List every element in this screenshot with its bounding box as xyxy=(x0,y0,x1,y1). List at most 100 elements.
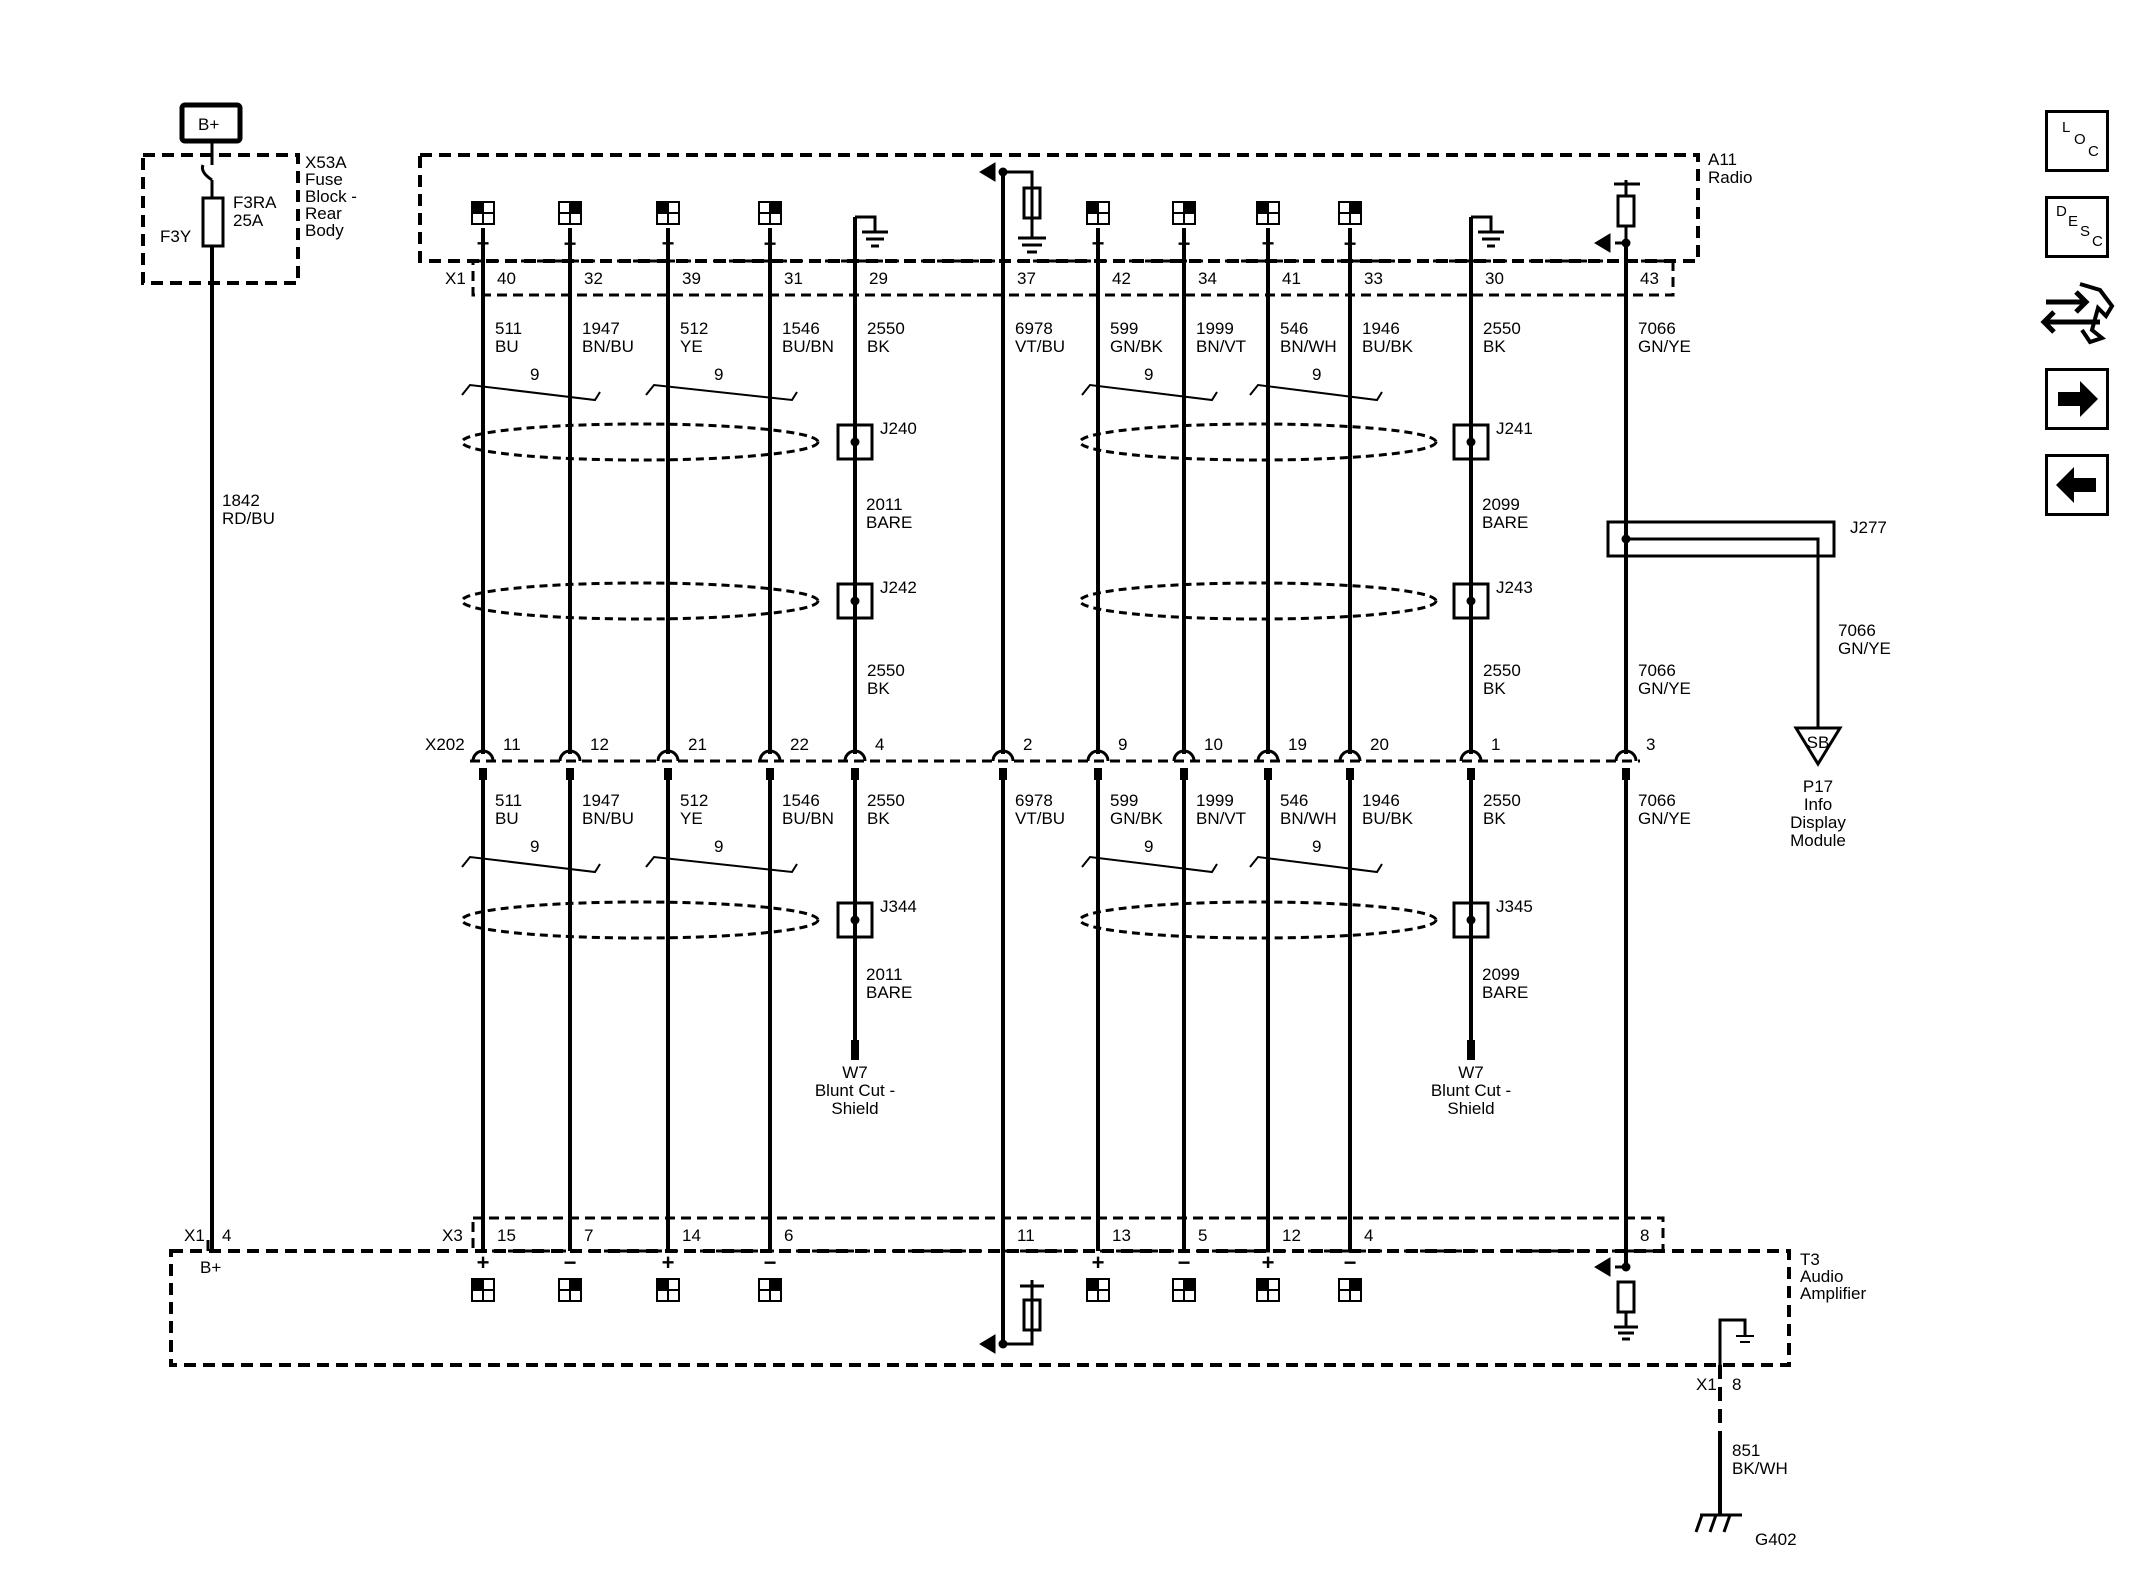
upper-pin: 43 xyxy=(1640,269,1659,288)
ground-ref: G402 xyxy=(1755,1530,1797,1549)
color-lower: BN/VT xyxy=(1196,809,1246,828)
shield-end-right-line1: Blunt Cut - xyxy=(1431,1081,1511,1100)
drain-right-circuit-upper: 2099 xyxy=(1482,495,1520,514)
circuit-upper: 2550 xyxy=(867,319,905,338)
circuit-lower: 512 xyxy=(680,791,708,810)
color-lower: GN/YE xyxy=(1638,809,1691,828)
x202-pin-label: 21 xyxy=(688,735,707,754)
feed-wire-color: RD/BU xyxy=(222,509,275,528)
x202-pin-arch xyxy=(1614,749,1638,762)
upper-pin: 42 xyxy=(1112,269,1131,288)
terminal-icon xyxy=(656,201,680,225)
fuse-block-name-4: Body xyxy=(305,221,344,240)
arrow-left-icon xyxy=(2056,467,2096,503)
twist-count: 9 xyxy=(530,365,539,384)
color-lower: BK xyxy=(1483,809,1506,828)
desc-button[interactable]: D E S C xyxy=(2045,196,2109,258)
prev-page-button[interactable] xyxy=(2045,454,2109,516)
sign-upper: + xyxy=(662,231,675,256)
splice-dot xyxy=(850,596,860,606)
next-page-button[interactable] xyxy=(2045,368,2109,430)
x202-pin-arch xyxy=(843,749,867,762)
circuit-upper: 1946 xyxy=(1362,319,1400,338)
sign-lower: + xyxy=(1092,1250,1105,1275)
x202-pin-arch xyxy=(1172,749,1196,762)
x202-pin-label: 22 xyxy=(790,735,809,754)
color-upper: BN/WH xyxy=(1280,337,1337,356)
color-upper: YE xyxy=(680,337,703,356)
info-module-line1: Info xyxy=(1804,795,1832,814)
circuit-mid: 2550 xyxy=(867,661,905,680)
lower-pin: 8 xyxy=(1640,1226,1649,1245)
color-upper: BU/BN xyxy=(782,337,834,356)
color-lower: GN/BK xyxy=(1110,809,1164,828)
shield-end-right-ref: W7 xyxy=(1458,1063,1484,1082)
circuit-lower: 511 xyxy=(495,791,522,810)
sign-lower: + xyxy=(1262,1250,1275,1275)
circuit-upper: 1546 xyxy=(782,319,820,338)
loc-button[interactable]: L O C xyxy=(2045,110,2109,172)
circuit-lower: 1946 xyxy=(1362,791,1400,810)
amp-feed-pin: 4 xyxy=(222,1226,231,1245)
color-lower: BU/BK xyxy=(1362,809,1414,828)
shield-ellipse xyxy=(1078,581,1438,621)
twist-count: 9 xyxy=(1312,365,1321,384)
twist-marker xyxy=(1081,383,1218,402)
x202-pin-arch xyxy=(991,749,1015,762)
circuit-upper: 1947 xyxy=(582,319,620,338)
twist-marker xyxy=(461,383,601,402)
circuit-upper: 546 xyxy=(1280,319,1308,338)
twist-marker xyxy=(1249,855,1383,874)
sign-lower: + xyxy=(477,1250,490,1275)
battery-label: B+ xyxy=(198,115,219,134)
radio-connector-strip xyxy=(471,259,1675,297)
splice-j240-label: J240 xyxy=(880,419,917,438)
color-upper: BK xyxy=(867,337,890,356)
splice-dot xyxy=(1466,437,1476,447)
x202-label: X202 xyxy=(425,735,465,754)
drain-left-color-lower: BARE xyxy=(866,983,912,1002)
x202-pin-label: 12 xyxy=(590,735,609,754)
terminal-icon xyxy=(758,1278,782,1302)
x202-pin-arch xyxy=(758,749,782,762)
terminal-icon xyxy=(1086,201,1110,225)
circuit-mid: 2550 xyxy=(1483,661,1521,680)
twist-count: 9 xyxy=(1144,837,1153,856)
color-lower: BU/BN xyxy=(782,809,834,828)
info-module-ref: P17 xyxy=(1803,777,1833,796)
upper-pin: 40 xyxy=(497,269,516,288)
x202-pin-label: 3 xyxy=(1646,735,1655,754)
lower-pin: 15 xyxy=(497,1226,516,1245)
info-module-line2: Display xyxy=(1790,813,1846,832)
fuse-symbol xyxy=(201,196,225,248)
color-mid: BK xyxy=(867,679,890,698)
connector-swap-button[interactable] xyxy=(2040,278,2116,348)
x202-pin-label: 11 xyxy=(503,735,521,754)
upper-pin: 31 xyxy=(784,269,803,288)
shield-ellipse xyxy=(460,581,820,621)
feed-wire-circuit: 1842 xyxy=(222,491,260,510)
amp-feed-connector: X1 xyxy=(184,1226,205,1245)
twist-count: 9 xyxy=(714,837,723,856)
shield-end-left-line1: Blunt Cut - xyxy=(815,1081,895,1100)
lower-pin: 12 xyxy=(1282,1226,1301,1245)
x202-pin-arch xyxy=(558,749,582,762)
shield-ellipse xyxy=(1078,422,1438,462)
x202-pin-arch xyxy=(656,749,680,762)
lower-pin: 6 xyxy=(784,1226,793,1245)
circuit-lower: 7066 xyxy=(1638,791,1676,810)
amp-ground-connector: X1 xyxy=(1696,1375,1717,1394)
circuit-upper: 1999 xyxy=(1196,319,1234,338)
color-upper: BN/VT xyxy=(1196,337,1246,356)
drain-right-color-lower: BARE xyxy=(1482,983,1528,1002)
x202-pin-label: 4 xyxy=(875,735,884,754)
x202-pin-arch xyxy=(471,749,495,762)
upper-pin: 34 xyxy=(1198,269,1217,288)
terminal-icon xyxy=(558,201,582,225)
desc-letter-d: D xyxy=(2056,203,2067,220)
amp-feed-label: B+ xyxy=(200,1258,221,1277)
circuit-upper: 2550 xyxy=(1483,319,1521,338)
lower-pin: 13 xyxy=(1112,1226,1131,1245)
twist-marker xyxy=(1249,383,1383,402)
